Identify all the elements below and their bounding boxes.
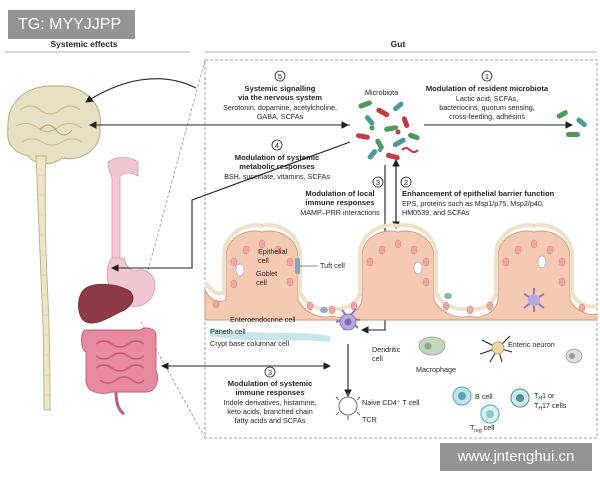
enteric-neuron-illustration [479,335,513,363]
header-gut: Gut [205,39,597,53]
panel-1-microbiota: 1 Modulation of resident microbiota Lact… [426,70,549,121]
panel-1-number: 1 [485,72,489,81]
goblet-cells [235,255,547,277]
naive-t-cell-illustration [335,392,361,420]
goblet-cell-label-2: cell [256,278,267,287]
spinal-cord-texture [38,174,51,396]
epithelial-nuclei [212,239,586,315]
paneth-cell-label: Paneth cell [210,327,246,336]
panel-2-number: 2 [404,178,408,187]
brain-illustration [7,85,101,165]
enteroendocrine-cell [320,293,452,313]
watermark-top-left: TG: MYYJJPP [8,10,135,39]
header-systemic: Systemic effects [5,39,190,53]
panel-3b-line-1: Indole derivatives, histamine, [224,398,317,407]
lamina-dendritic-cell [523,288,545,312]
enteric-neuron-label: Enteric neuron [508,340,555,349]
arrow-microbiota-to-brain [85,78,197,103]
panel-4-number: 4 [275,141,279,150]
panel-3-systemic-immune: 3 Modulation of systemic immune response… [224,366,317,425]
panel-5-line-2: GABA, SCFAs [257,112,304,121]
epithelium [203,223,598,321]
zoom-line-top [139,59,206,301]
goblet-cell-label-1: Goblet [256,269,277,278]
panel-2-title: Enhancement of epithelial barrier functi… [402,189,555,198]
panel-5-title-2: via the nervous system [238,93,322,102]
spinal-cord [35,155,51,411]
panel-3a-number: 3 [376,178,380,187]
microbiota-label: Microbiota [365,88,398,97]
panel-3b-title-2: immune responses [235,388,304,397]
microbiota-right-cluster [556,110,587,137]
panel-1-line-1: Lactic acid, SCFAs, [456,94,518,103]
panel-5-number: 5 [278,72,282,81]
intestines [81,327,158,416]
microbiota-cluster [355,100,420,161]
panel-4-title-1: Modulation of systemic [235,153,319,162]
crypt-cell-label: Crypt base columnar cell [210,339,289,348]
panel-3-local-immune: 3 Modulation of local immune responses M… [300,176,384,217]
panel-3b-title-1: Modulation of systemic [228,379,312,388]
dendritic-cell-label-2: cell [372,354,383,363]
arrow-metabolic [110,141,351,272]
oesophagus [107,157,139,263]
panel-3a-title-2: immune responses [305,198,374,207]
th17-label: TH17 cells [534,401,567,412]
gut-panel-frame [204,59,598,439]
enteroendocrine-cell-label: Enteroendocrine cell [230,315,296,324]
b-cell-illustration [452,386,472,406]
blood-vessel [210,328,330,342]
panel-1-line-3: cross-feeding, adhesins [449,112,525,121]
dendritic-cell-illustration [335,308,361,331]
panel-4-line-1: BSH, succinate, vitamins, SCFAs [224,172,330,181]
panel-5-line-1: Serotonin, dopamine, acetylcholine, [223,103,337,112]
panel-2-barrier: 2 Enhancement of epithelial barrier func… [400,176,555,217]
panel-3b-line-2: keto acids, branched chain [227,407,313,416]
lamina-cell [565,348,583,364]
dendritic-cell-label-1: Dendritic [372,345,401,354]
tcr-label: TCR [362,415,377,424]
epithelial-cell-label-2: cell [258,256,269,265]
panel-3b-line-3: fatty acids and SCFAs [235,416,306,425]
panel-4-title-2: metabolic responses [239,162,315,171]
watermark-bottom-right: www.jntenghui.cn [440,443,592,471]
panel-3a-title-1: Modulation of local [305,189,374,198]
tuft-cell [295,258,300,274]
panel-1-title: Modulation of resident microbiota [426,84,549,93]
th1-label: TH1 or [534,391,555,402]
panel-5-title-1: Systemic signalling [245,84,316,93]
panel-2-line-2: HM0539, and SCFAs [402,208,470,217]
panel-1-line-2: bacteriocins, quorum sensing, [439,103,534,112]
gut-header: Gut [391,39,406,49]
macrophage-label: Macrophage [416,365,456,374]
naive-t-cell-label: Naive CD4⁺ T cell [362,398,420,407]
panel-3a-line-1: MAMP–PRR interactions [300,208,380,217]
panel-3b-number: 3 [268,368,272,377]
panel-2-line-1: EPS, proteins such as Msp1/p75, Msp2/p40… [402,199,544,208]
cell-labels: Epithelial cell Goblet cell Tuft cell En… [210,247,567,434]
systemic-effects-header: Systemic effects [50,39,117,49]
panel-5-nervous: 5 Systemic signalling via the nervous sy… [223,70,337,121]
epithelial-cell-label-1: Epithelial [258,247,288,256]
th-cells-illustration [510,388,530,408]
macrophage-illustration [418,336,446,356]
panel-4-metabolic: 4 Modulation of systemic metabolic respo… [224,139,330,181]
b-cell-label: B cell [475,392,493,401]
treg-illustration [480,404,500,424]
arrow-local-immune [360,165,386,334]
tuft-cell-label: Tuft cell [320,261,345,270]
liver [78,283,134,324]
